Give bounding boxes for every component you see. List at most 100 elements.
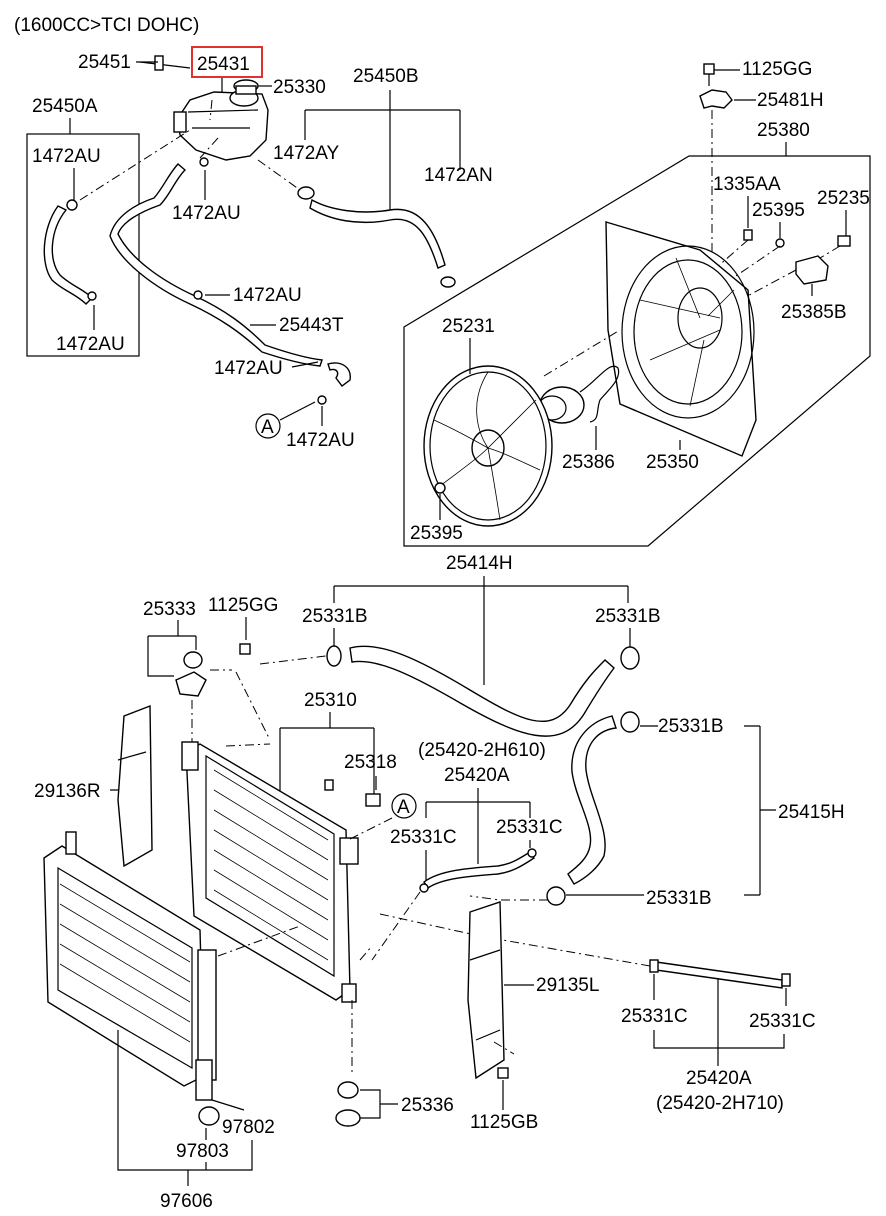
label-25450B: 25450B: [353, 66, 419, 87]
label-1472AU-a: 1472AU: [32, 146, 101, 167]
label-25331B-c: 25331B: [658, 716, 724, 737]
svg-text:A: A: [397, 797, 410, 818]
clamp-1472AU-tank[interactable]: [199, 157, 209, 167]
clamp-25331B-d[interactable]: [546, 886, 566, 906]
label-25331C-a: 25331C: [390, 827, 457, 848]
hose-25414H[interactable]: [349, 645, 615, 737]
label-25331C-c: 25331C: [621, 1006, 688, 1027]
shroud-25350[interactable]: [605, 221, 757, 457]
label-25420-2H710: (25420-2H710): [656, 1093, 784, 1114]
label-1472AU-tank: 1472AU: [172, 203, 241, 224]
label-29135L: 29135L: [536, 975, 599, 996]
air-guard-29135L[interactable]: [467, 901, 505, 1080]
label-25481H: 25481H: [757, 90, 824, 111]
label-1472AU-f-left: 1472AU: [56, 334, 125, 355]
drain-plug-25336-upper[interactable]: [337, 1081, 359, 1099]
label-25443T: 25443T: [279, 315, 344, 336]
receiver-97802[interactable]: [195, 1059, 213, 1101]
label-97803: 97803: [176, 1141, 229, 1162]
hose-end-elbow[interactable]: [327, 362, 351, 387]
hose-25420A-top[interactable]: [419, 848, 537, 893]
label-25333: 25333: [143, 599, 196, 620]
label-1472AU-low: 1472AU: [214, 358, 283, 379]
label-25385B: 25385B: [781, 302, 847, 323]
label-1335AA: 1335AA: [713, 174, 781, 195]
fan-25231[interactable]: [423, 365, 553, 527]
label-25235: 25235: [817, 188, 870, 209]
label-25420-2H610: (25420-2H610): [418, 740, 546, 761]
reservoir-cap[interactable]: [233, 79, 259, 95]
label-25431[interactable]: 25431: [197, 54, 250, 75]
hose-25450A[interactable]: [43, 199, 97, 305]
clamp-1472AU-A[interactable]: [317, 395, 327, 405]
label-25331C-d: 25331C: [749, 1011, 816, 1032]
label-25336: 25336: [401, 1095, 454, 1116]
label-25331B-d: 25331B: [646, 888, 712, 909]
highlight-box-25431: [191, 46, 263, 78]
bolt-1125GB[interactable]: [497, 1067, 509, 1079]
label-25380: 25380: [757, 120, 810, 141]
fan-motor-25386[interactable]: [537, 365, 620, 424]
label-97802: 97802: [222, 1117, 275, 1138]
bolt-1125GG-top[interactable]: [703, 63, 715, 86]
label-1125GG-mid: 1125GG: [208, 595, 278, 616]
bolt-1125GG-mid[interactable]: [239, 643, 251, 655]
condenser-97606[interactable]: [43, 831, 217, 1087]
resistor-25385B[interactable]: [795, 255, 829, 285]
label-25310: 25310: [304, 690, 357, 711]
callout-A-mid: A: [391, 793, 417, 819]
hose-25415H[interactable]: [567, 715, 617, 885]
drain-plug-25336-lower[interactable]: [335, 1109, 361, 1127]
bracket-25481H[interactable]: [699, 89, 733, 109]
label-25395-top: 25395: [752, 200, 805, 221]
label-25395-bottom: 25395: [410, 523, 463, 544]
label-25420A-bottom: 25420A: [686, 1068, 752, 1089]
svg-text:A: A: [261, 417, 274, 438]
bolt-25235[interactable]: [837, 235, 851, 247]
radiator-25310[interactable]: [181, 741, 359, 1003]
clamp-25331B-a[interactable]: [326, 645, 342, 667]
label-97606: 97606: [160, 1191, 213, 1211]
label-1472AU-mid: 1472AU: [233, 285, 302, 306]
label-25451: 25451: [78, 52, 131, 73]
group-box-25450A: [26, 133, 140, 357]
grommet-25395-bottom[interactable]: [434, 482, 446, 494]
label-25386: 25386: [562, 452, 615, 473]
label-29136R: 29136R: [34, 781, 101, 802]
air-guard-29136R[interactable]: [117, 704, 153, 868]
callout-A-top: A: [255, 413, 281, 439]
grommet-25395-top[interactable]: [775, 238, 785, 248]
hose-25420A-bottom[interactable]: [649, 959, 791, 989]
label-1125GB: 1125GB: [470, 1112, 538, 1133]
group-box-25380: [403, 155, 871, 547]
diagram-title: (1600CC>TCI DOHC): [14, 15, 199, 36]
label-25231: 25231: [442, 316, 495, 337]
hose-25443T[interactable]: [109, 163, 323, 367]
label-25331C-b: 25331C: [496, 817, 563, 838]
label-25415H: 25415H: [778, 802, 845, 823]
label-25331B-a: 25331B: [302, 606, 368, 627]
mount-25333[interactable]: [175, 651, 207, 697]
clamp-25331B-c[interactable]: [620, 711, 640, 733]
reservoir-tank[interactable]: [173, 89, 269, 161]
label-1472AY: 1472AY: [273, 143, 340, 164]
clip-25310[interactable]: [324, 779, 334, 791]
plug-25318[interactable]: [365, 793, 381, 807]
label-1472AU-A: 1472AU: [286, 430, 355, 451]
label-25450A: 25450A: [32, 96, 98, 117]
clamp-25331B-b[interactable]: [620, 646, 640, 670]
bushing-97803[interactable]: [198, 1106, 220, 1126]
label-25330: 25330: [273, 77, 326, 98]
label-25318: 25318: [344, 752, 397, 773]
hose-25450B[interactable]: [297, 186, 456, 288]
bracket-bolt-25451[interactable]: [139, 55, 191, 71]
label-1472AN: 1472AN: [424, 165, 493, 186]
clip-1335AA[interactable]: [743, 229, 753, 241]
label-1125GG-top: 1125GG: [742, 59, 812, 80]
label-25414H: 25414H: [446, 553, 513, 574]
label-25420A-top: 25420A: [444, 765, 510, 786]
label-25350: 25350: [646, 452, 699, 473]
label-25331B-b: 25331B: [595, 606, 661, 627]
